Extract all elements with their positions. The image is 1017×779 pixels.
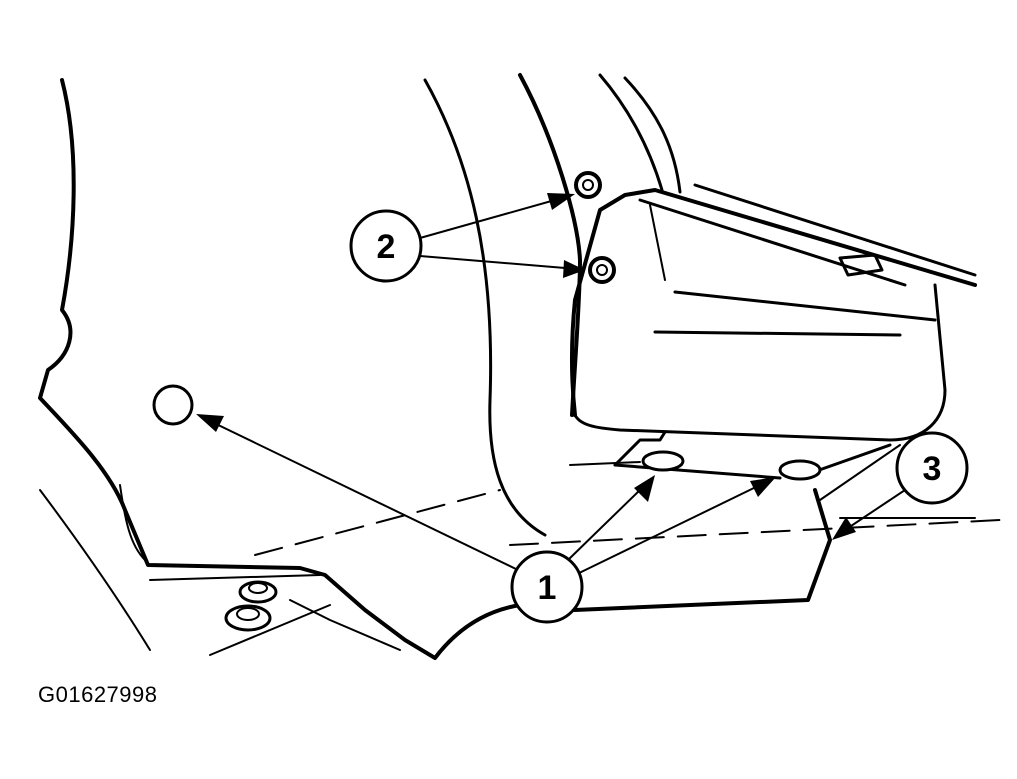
callout-1: 1	[510, 550, 584, 624]
mounting-stud-left	[641, 450, 685, 472]
mounting-stud-right	[778, 459, 822, 481]
left-body-panel	[38, 78, 522, 660]
callout-2-leaders	[419, 193, 585, 278]
bolt-upper	[574, 171, 602, 199]
callout-1-leaders	[196, 414, 776, 576]
callout-1-label: 1	[538, 569, 557, 607]
figure-id: G01627998	[38, 682, 158, 707]
callout-3-label: 3	[923, 450, 942, 488]
callout-2-label: 2	[377, 228, 396, 266]
callout-3: 3	[895, 431, 969, 505]
module-label-tab	[838, 253, 884, 277]
callout-2: 2	[349, 209, 423, 283]
bolt-lower	[588, 256, 616, 284]
fastener-hole	[152, 384, 194, 426]
callout-3-leader	[832, 489, 906, 540]
module-housing	[569, 183, 977, 501]
floor-fasteners	[224, 580, 278, 632]
wheel-well-pillar	[423, 73, 682, 537]
